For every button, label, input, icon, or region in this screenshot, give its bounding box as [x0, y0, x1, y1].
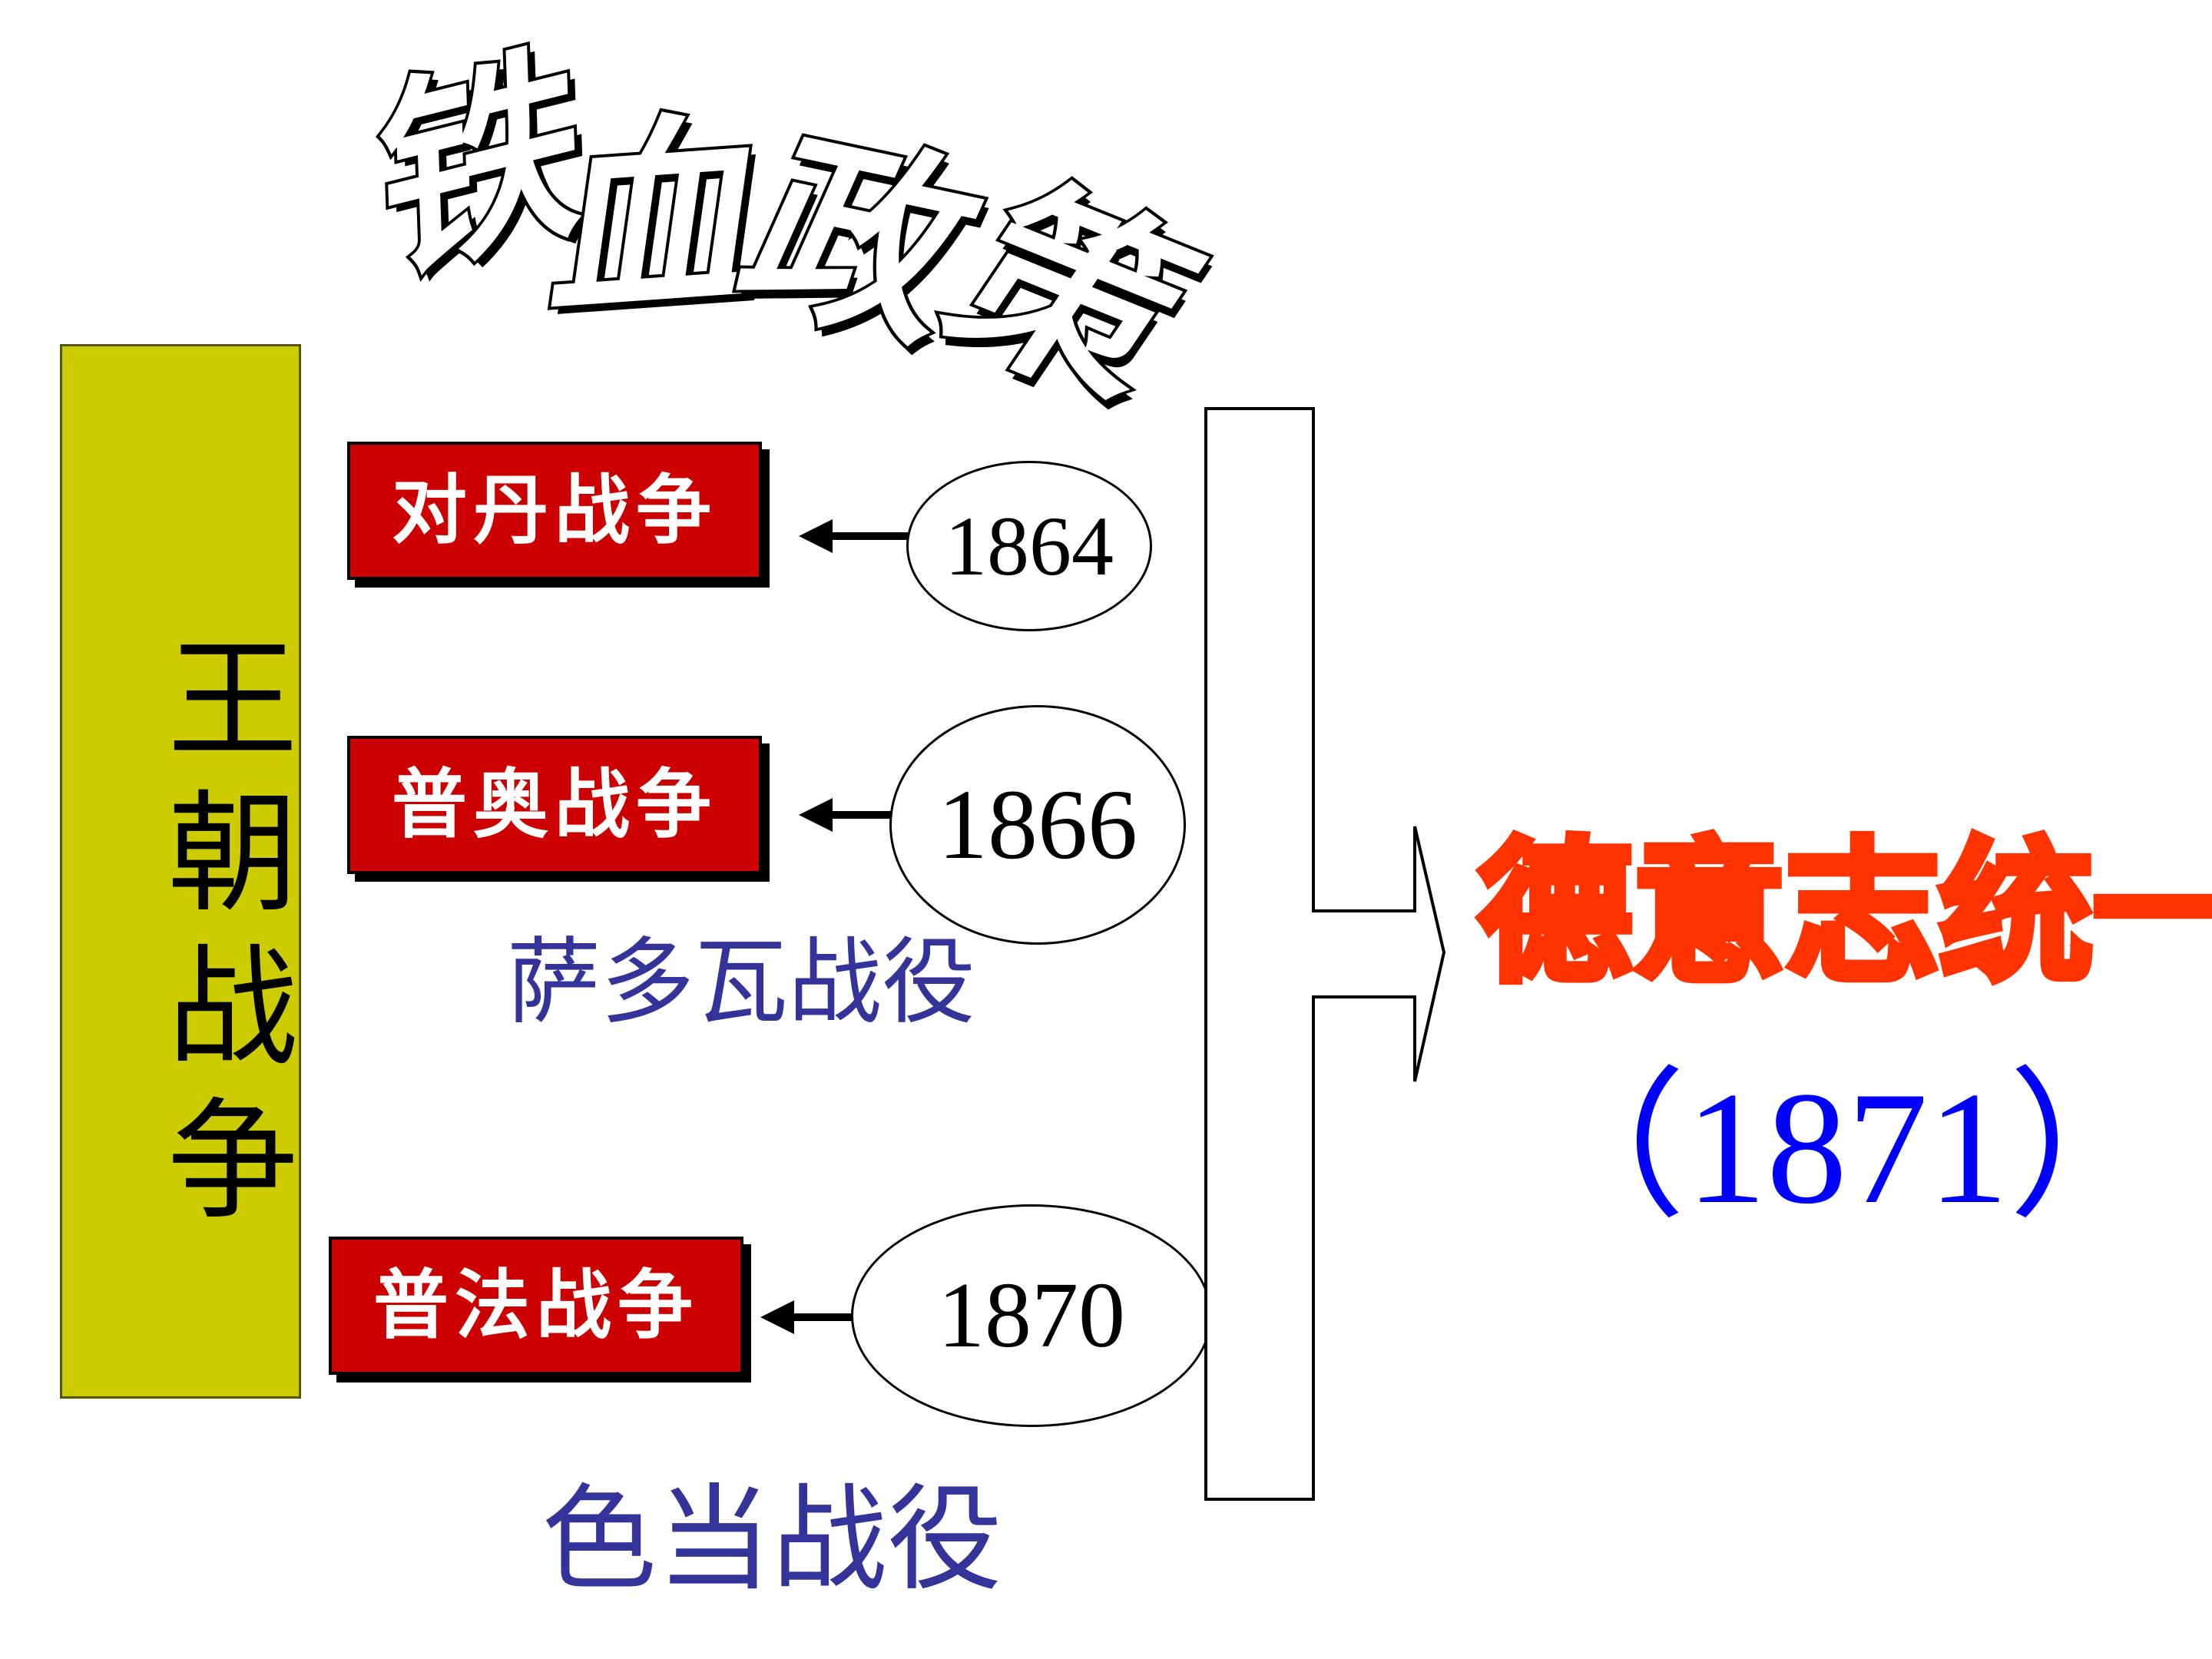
arrow-line-1864 — [831, 532, 908, 540]
arrow-head-1866 — [799, 798, 833, 832]
arrow-head-1870 — [760, 1300, 794, 1334]
result-unification-year: （1871） — [1525, 1059, 2171, 1237]
arrow-head-1864 — [799, 519, 833, 553]
year-1864-ellipse: 1864 — [906, 461, 1152, 631]
battle-sadowa: 萨多瓦战役 — [507, 928, 975, 1037]
year-1866-ellipse: 1866 — [889, 705, 1186, 945]
dynasty-war-block: 王朝战争 — [60, 344, 301, 1399]
converging-arrow — [1204, 407, 1446, 1501]
arrow-line-1866 — [831, 811, 892, 819]
dynasty-war-label: 王朝战争 — [144, 631, 296, 1245]
arrow-line-1870 — [791, 1313, 853, 1321]
war-box-danish: 对丹战争 — [347, 442, 762, 580]
year-1870-ellipse: 1870 — [851, 1204, 1212, 1427]
result-unification-title: 德意志统一 — [1475, 824, 2212, 1003]
war-box-austro-prussian: 普奥战争 — [347, 736, 762, 874]
battle-sedan: 色当战役 — [541, 1473, 1003, 1607]
war-box-franco-prussian: 普法战争 — [329, 1237, 743, 1375]
